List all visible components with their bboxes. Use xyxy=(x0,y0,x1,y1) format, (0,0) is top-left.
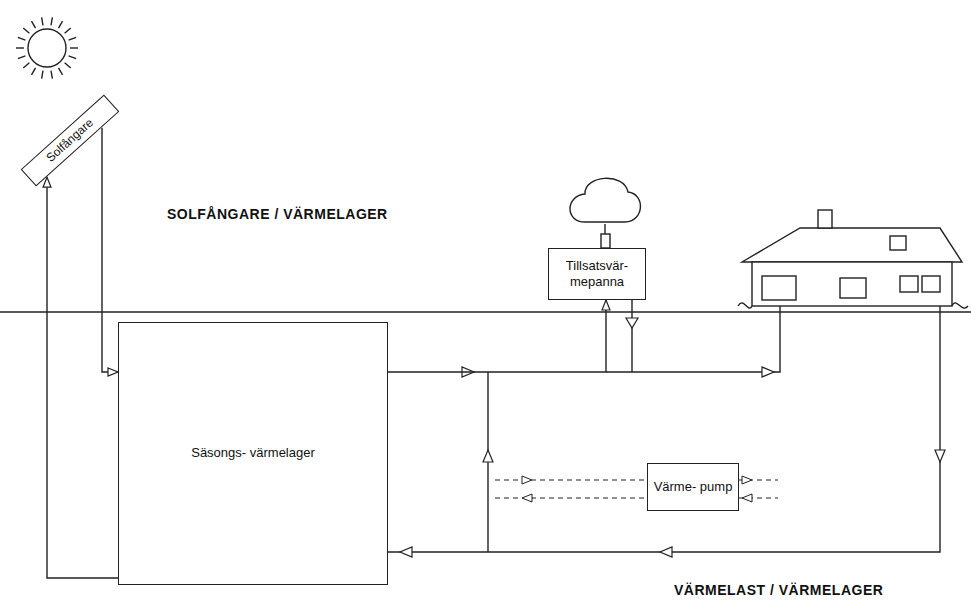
chimney xyxy=(601,234,610,248)
node-text: Solfångare xyxy=(43,115,96,165)
flow-arrows xyxy=(400,318,945,557)
solar-collector: Solfångare xyxy=(21,94,120,186)
sun-rays xyxy=(16,17,78,78)
sun xyxy=(28,29,66,67)
node-text: Värme- pump xyxy=(654,479,733,495)
heat-pump-box: Värme- pump xyxy=(647,463,739,511)
pipe xyxy=(631,300,632,372)
smoke-cloud xyxy=(570,178,640,222)
pipe xyxy=(606,306,780,372)
boiler-box: Tillsatsvär- mepanna xyxy=(548,248,646,300)
house xyxy=(738,210,968,308)
pipe-connector xyxy=(47,177,118,578)
pipe-connector xyxy=(102,128,118,372)
storage-box: Säsongs- värmelager xyxy=(118,322,388,585)
smoke-stem xyxy=(604,224,605,234)
pipe-connector xyxy=(388,300,606,372)
ground-line xyxy=(0,311,971,312)
section-label: VÄRMELAST / VÄRMELAGER xyxy=(672,582,885,598)
pipe xyxy=(388,306,940,552)
section-label: SOLFÅNGARE / VÄRMELAGER xyxy=(165,206,390,222)
node-text: Säsongs- värmelager xyxy=(191,445,315,461)
node-text: Tillsatsvär- mepanna xyxy=(554,258,640,291)
